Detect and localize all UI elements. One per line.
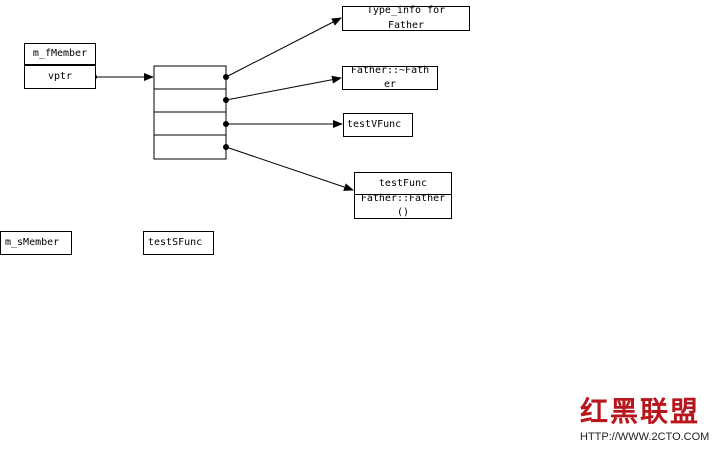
func-arrow xyxy=(225,146,354,191)
vtable-slot-4 xyxy=(153,134,227,160)
destructor-line-1: Father::~Fath xyxy=(350,65,430,76)
typeinfo-line-2: Father xyxy=(387,20,425,31)
watermark-logo: 红黑联盟 xyxy=(580,395,701,428)
vptr-label: vptr xyxy=(47,71,73,82)
vptr-box: vptr xyxy=(24,65,96,89)
func-body-line-2: () xyxy=(396,207,410,218)
vfunc-label: testVFunc xyxy=(347,119,402,130)
destructor-line-2: er xyxy=(383,79,397,90)
typeinfo-box: Type_info for Father xyxy=(342,5,470,31)
vtable-slot-1 xyxy=(153,65,227,90)
fmember-label: m_fMember xyxy=(32,48,88,59)
smember-box: m_sMember xyxy=(0,231,72,255)
fmember-box: m_fMember xyxy=(24,43,96,65)
destructor-box: Father::~Fath er xyxy=(342,65,438,90)
vtable-slot-2 xyxy=(153,88,227,113)
func-body-line-1: Father::Father xyxy=(360,193,446,204)
destructor-arrow xyxy=(225,75,342,101)
watermark-url: HTTP://WWW.2CTO.COM xyxy=(580,431,710,443)
smember-label: m_sMember xyxy=(5,237,60,248)
func-title-box: testFunc xyxy=(354,172,452,195)
func-title-label: testFunc xyxy=(378,178,428,189)
typeinfo-line-1: Type_info for xyxy=(366,5,446,16)
vfunc-box: testVFunc xyxy=(343,113,413,137)
typeinfo-arrow xyxy=(225,17,342,78)
vtable-slot-3 xyxy=(153,111,227,136)
sfunc-label: testSFunc xyxy=(148,237,203,248)
sfunc-box: testSFunc xyxy=(143,231,214,255)
watermark: 红黑联盟 HTTP://WWW.2CTO.COM xyxy=(580,396,720,444)
func-body-box: Father::Father () xyxy=(354,193,452,219)
